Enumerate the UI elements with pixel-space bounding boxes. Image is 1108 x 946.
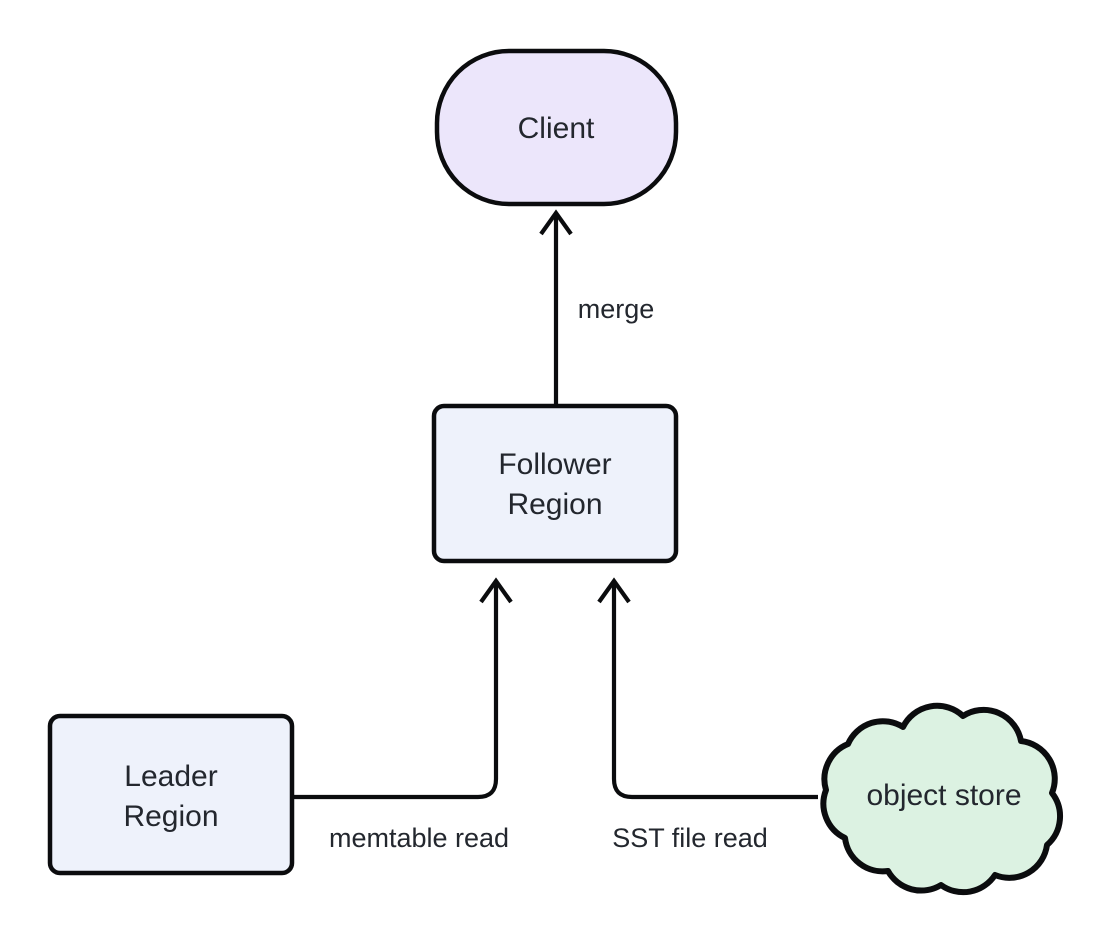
edge-merge-arrowhead [539, 209, 573, 236]
node-object-store[interactable]: object store [820, 702, 1064, 896]
node-client[interactable]: Client [434, 48, 679, 207]
node-leader-region-label-line2: Region [123, 800, 218, 833]
node-client-label: Client [518, 112, 595, 145]
node-follower-region-shape [431, 403, 679, 564]
edge-memtable-read-arrowhead [479, 577, 513, 604]
edge-merge: merge [539, 209, 655, 406]
node-leader-region-label-line1: Leader [124, 760, 217, 793]
node-client-shape [434, 48, 679, 207]
edge-label-merge: merge [578, 294, 655, 324]
edge-label-memtable-read: memtable read [329, 823, 509, 853]
node-follower-region-label-line2: Region [507, 488, 602, 521]
edge-sst-file-read: SST file read [597, 577, 818, 853]
edge-label-sst-file-read: SST file read [612, 823, 768, 853]
node-leader-region[interactable]: Leader Region [47, 713, 295, 876]
edge-memtable-read-line [293, 584, 499, 800]
node-leader-region-shape [47, 713, 295, 876]
node-follower-region-label-line1: Follower [498, 448, 611, 481]
node-follower-region[interactable]: Follower Region [431, 403, 679, 564]
node-object-store-cloud-icon [820, 702, 1064, 896]
edge-sst-file-read-line [611, 584, 818, 800]
edge-sst-file-read-arrowhead [597, 577, 631, 604]
node-object-store-label: object store [866, 779, 1021, 812]
edge-memtable-read: memtable read [293, 577, 513, 853]
